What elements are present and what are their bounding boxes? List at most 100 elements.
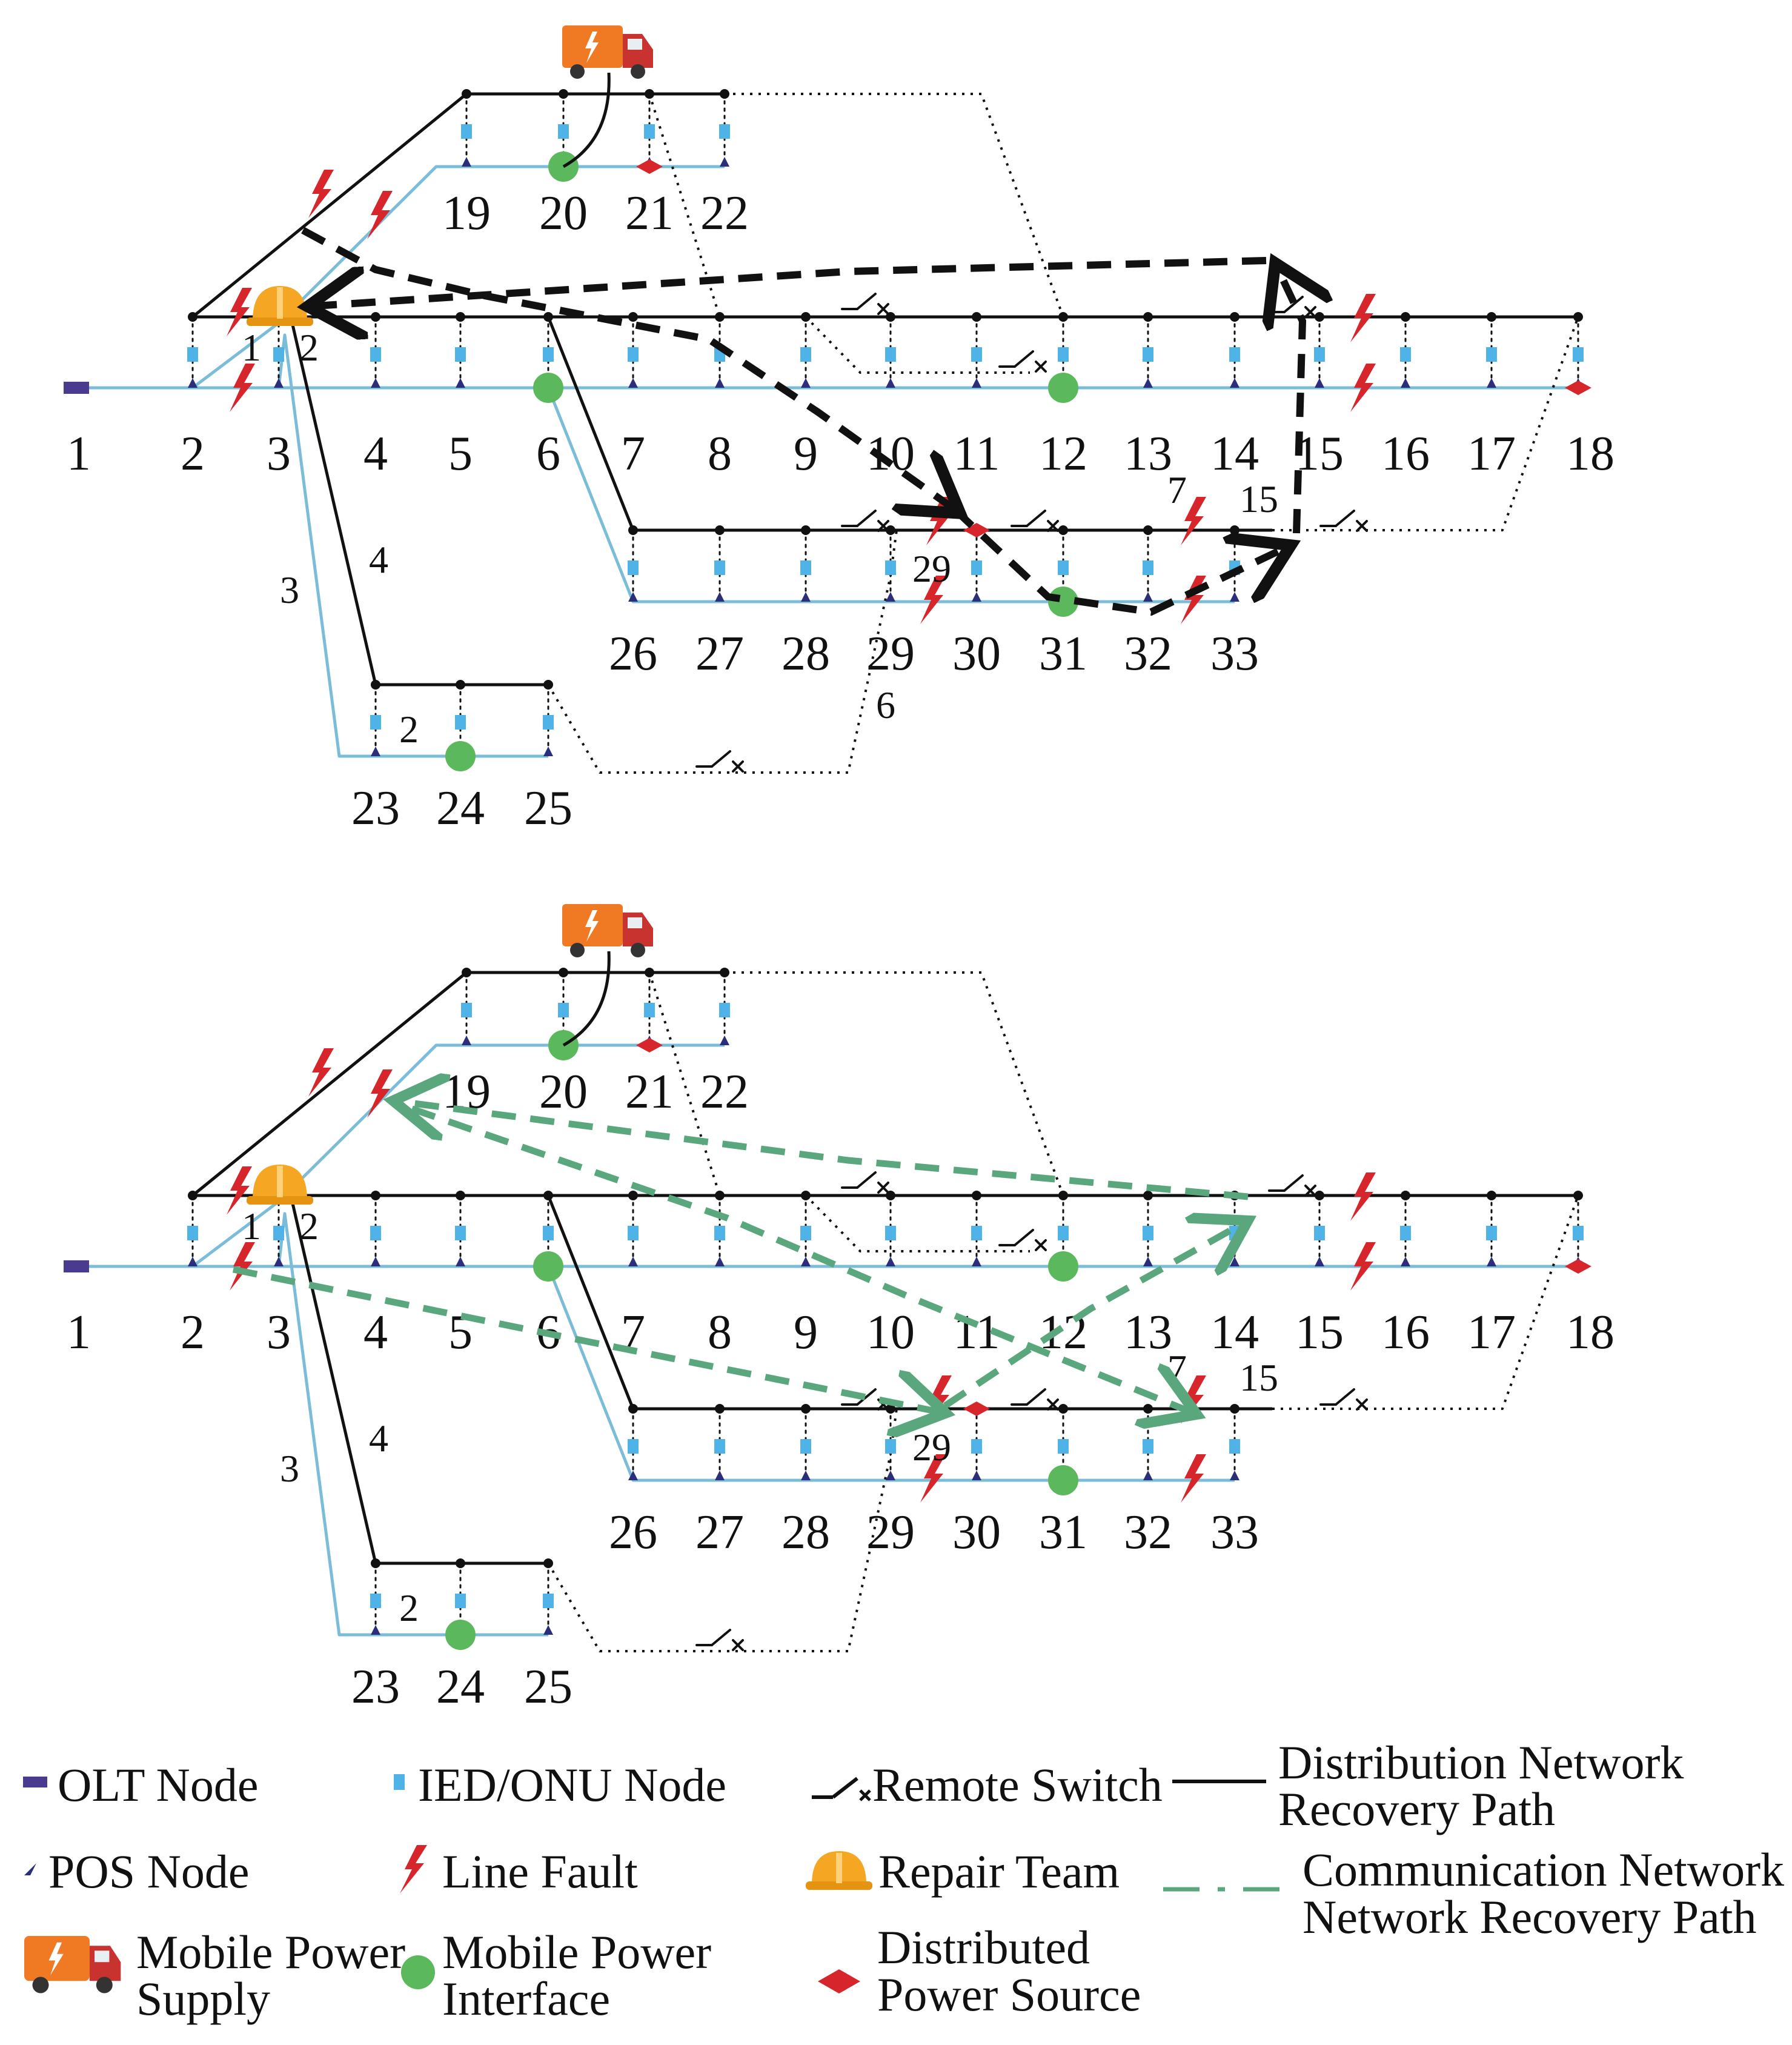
mobile-power-interface-icon [1048,587,1078,617]
ied-onu-icon [1229,347,1240,362]
remote-switch-icon [695,750,744,773]
distribution-node [543,680,553,690]
recovery-paths [232,227,1303,1412]
bus-label: 7 [621,427,645,480]
bus-label: 23 [351,782,400,835]
bus-label: 19 [442,187,491,240]
remote-switch-icon [812,1777,871,1801]
pos-node-icon [628,592,638,602]
pos-node-icon [1315,1257,1324,1266]
dist-branch-26-33 [546,316,1272,532]
legend-pos-label: POS Node [48,1845,250,1898]
bus-label: 28 [782,627,830,680]
ied-onu-icon [719,124,730,139]
helmet-brim [247,1196,313,1205]
distribution-node [715,1404,725,1414]
pos-node-icon [1401,378,1410,388]
bus-label: 5 [448,1306,473,1359]
ied-onu-icon [461,1003,472,1017]
ied-onu-icon [1058,1226,1069,1240]
distribution-node [543,1191,553,1200]
distribution-node [645,89,654,99]
ied-onu-icon [273,1226,284,1240]
line [856,1388,877,1406]
line [877,520,889,532]
bus-label: 9 [794,1306,818,1359]
tie-line-33-18 [1272,316,1579,531]
tie-line-9-12 [805,1194,1030,1252]
bus-label: 24 [436,782,485,835]
legend-distribution-label-2: Recovery Path [1278,1783,1555,1835]
pos-node-icon [371,378,380,388]
ied-onu-icon [543,715,554,730]
distribution-node [559,968,568,977]
line [732,1639,744,1651]
line-fault-icon [920,576,946,624]
distribution-node [543,312,553,322]
distribution-node [972,1191,981,1200]
line [877,303,889,315]
dist-branch-26-33 [546,1195,1272,1411]
bus-label: 25 [524,1660,572,1714]
bus-label: 17 [1467,427,1516,480]
pos-node-icon [1315,378,1324,388]
pos-node-icon [462,157,471,167]
ied-onu-icon [1058,1439,1069,1454]
ied-onu-icon [187,347,198,362]
line-fault-icon [230,1242,255,1291]
line [711,750,731,768]
bus-label: 20 [539,187,588,240]
ied-onu-icon [370,347,381,362]
ied-onu-icon [558,1003,569,1017]
pos-node-icon [801,378,811,388]
distributed-power-icon [818,1969,860,1993]
bus-label: 18 [1566,1306,1614,1359]
ied-onu-icon [370,715,381,730]
pos-node-icon [371,747,380,756]
bus-label: 16 [1381,427,1430,480]
ied-onu-icon [644,124,655,139]
remote-switch-icon [841,510,889,532]
distribution-node [1315,1191,1324,1200]
bus-label: 27 [695,1506,744,1559]
distribution-node [1401,1191,1410,1200]
pos-node-icon [972,378,981,388]
pos-node-icon [715,378,725,388]
line-fault-icon [926,1375,952,1424]
pos-node-icon [628,1257,638,1266]
bus-label: 13 [1124,427,1172,480]
distribution-node [371,312,380,322]
tie-line-25-29 [547,1408,898,1652]
line-label: 2 [299,326,319,369]
distributed-power-icon [1565,381,1591,395]
communication-recovery-path [943,1224,1242,1409]
ied-onu-icon [1400,1226,1411,1240]
bus-label: 28 [782,1506,830,1559]
pos-node-icon [1143,592,1153,602]
ied-onu-icon [394,1774,405,1790]
legend-distributed: Distributed Power Source [818,1921,1141,2021]
ied-onu-icon [971,1226,982,1240]
pos-node-icon [543,747,553,756]
line [856,510,877,527]
pos-node-icon [456,378,465,388]
line-fault-icon [1181,497,1206,545]
ied-onu-icon [800,1226,811,1240]
bus-label: 16 [1381,1306,1430,1359]
pos-node-icon [1143,1257,1153,1266]
line [1283,1174,1304,1192]
distribution-node [886,1191,895,1200]
ied-onu-icon [1314,1226,1325,1240]
bus-label: 26 [609,627,657,680]
helmet-ridge [277,1166,283,1197]
legend-mobile-supply: Mobile Power Supply [24,1926,405,2025]
bus-label: 30 [952,627,1001,680]
distribution-node [645,968,654,977]
line [856,293,877,310]
line-label: 7 [1167,468,1187,511]
line-fault-icon [227,1166,252,1215]
pos-node-icon [1487,378,1496,388]
remote-switch-icon [841,1171,889,1194]
line-fault-icon [308,170,334,218]
distribution-node [715,312,725,322]
